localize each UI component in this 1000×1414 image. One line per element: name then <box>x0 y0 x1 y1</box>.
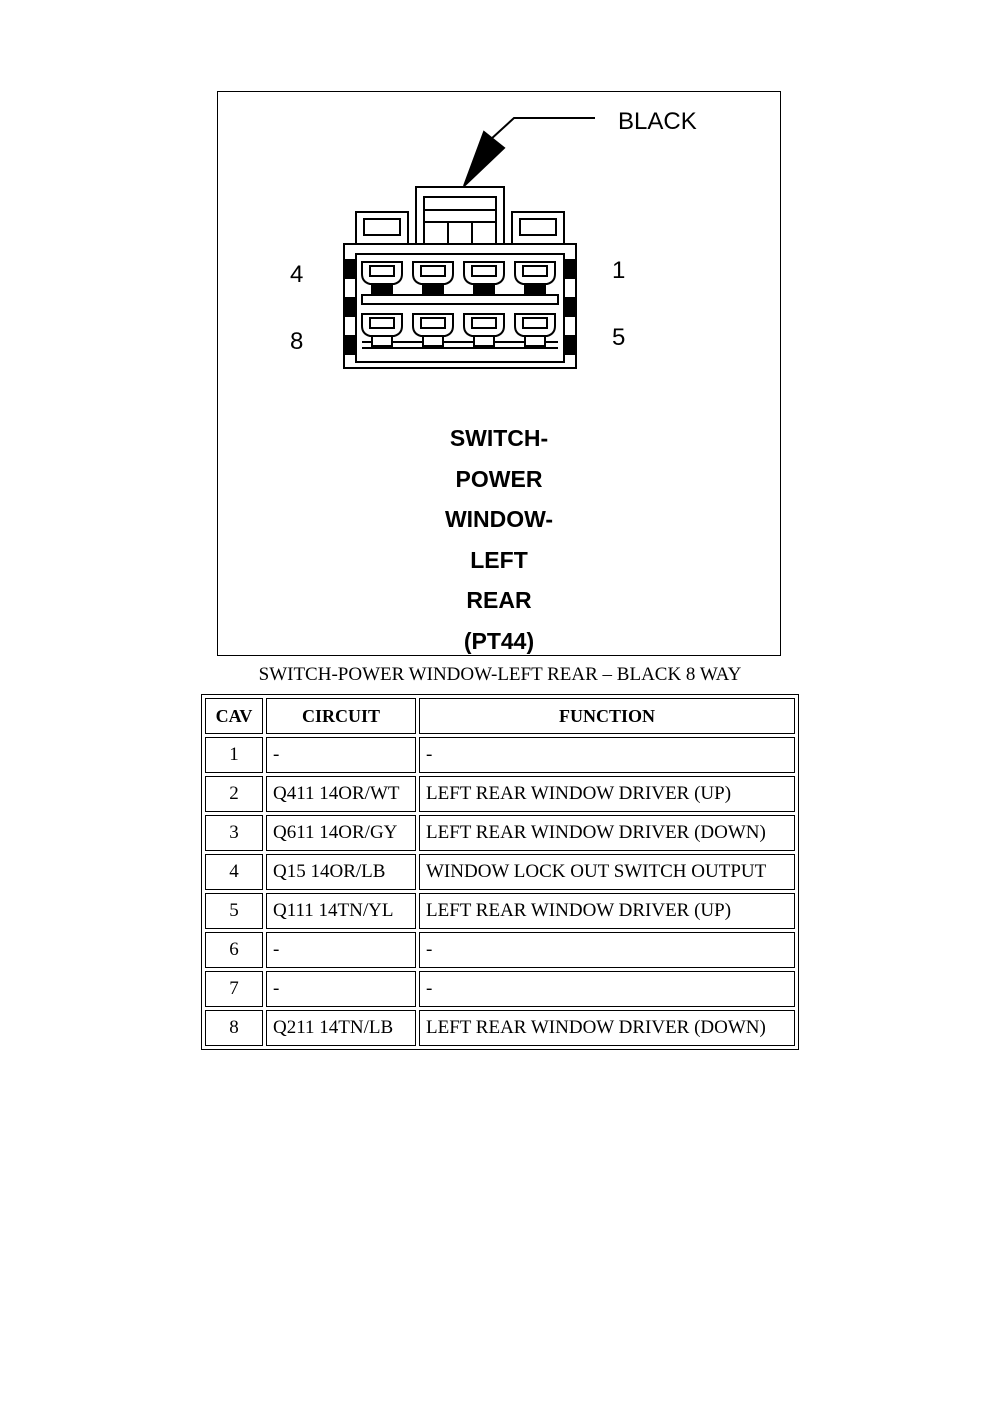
title-line: LEFT <box>470 546 528 573</box>
terminal-cavity <box>514 261 556 296</box>
cell-cav: 4 <box>205 854 263 890</box>
title-line: REAR <box>466 587 532 613</box>
table-row: 6 - - <box>205 932 795 968</box>
table-row: 4 Q15 14OR/LB WINDOW LOCK OUT SWITCH OUT… <box>205 854 795 890</box>
terminal-cavity <box>361 313 403 347</box>
cell-cav: 3 <box>205 815 263 851</box>
table-row: 2 Q411 14OR/WT LEFT REAR WINDOW DRIVER (… <box>205 776 795 812</box>
cell-circuit: - <box>266 932 416 968</box>
title-line: POWER <box>455 465 543 492</box>
cell-circuit: Q411 14OR/WT <box>266 776 416 812</box>
cell-function: - <box>419 737 795 773</box>
cell-function: LEFT REAR WINDOW DRIVER (DOWN) <box>419 1010 795 1046</box>
cell-cav: 5 <box>205 893 263 929</box>
terminal-cavity <box>412 313 454 347</box>
cell-function: LEFT REAR WINDOW DRIVER (UP) <box>419 776 795 812</box>
connector-title: SWITCH- POWER WINDOW- LEFT REAR (PT44) <box>218 418 780 661</box>
cell-function: LEFT REAR WINDOW DRIVER (UP) <box>419 893 795 929</box>
pinout-table: CAV CIRCUIT FUNCTION 1 - - 2 Q411 14OR/W… <box>201 694 799 1050</box>
cell-cav: 1 <box>205 737 263 773</box>
title-line: SWITCH- <box>449 425 549 451</box>
terminal-cavity <box>361 261 403 296</box>
cell-circuit: - <box>266 737 416 773</box>
cell-function: - <box>419 971 795 1007</box>
cell-circuit: - <box>266 971 416 1007</box>
table-header-row: CAV CIRCUIT FUNCTION <box>205 698 795 734</box>
terminal-cavity <box>463 313 505 347</box>
cell-circuit: Q15 14OR/LB <box>266 854 416 890</box>
connector-diagram: BLACK <box>290 108 697 369</box>
cell-function: WINDOW LOCK OUT SWITCH OUTPUT <box>419 854 795 890</box>
connector-cavities <box>361 261 556 347</box>
cell-cav: 8 <box>205 1010 263 1046</box>
terminal-cavity <box>514 313 556 347</box>
pin-label-1: 1 <box>612 257 625 284</box>
table-row: 5 Q111 14TN/YL LEFT REAR WINDOW DRIVER (… <box>205 893 795 929</box>
cell-cav: 6 <box>205 932 263 968</box>
cell-function: - <box>419 932 795 968</box>
table-row: 3 Q611 14OR/GY LEFT REAR WINDOW DRIVER (… <box>205 815 795 851</box>
title-line: WINDOW- <box>444 506 554 532</box>
pin-label-8: 8 <box>290 328 303 355</box>
figure-caption: SWITCH-POWER WINDOW-LEFT REAR – BLACK 8 … <box>258 664 742 685</box>
terminal-cavity <box>463 261 505 296</box>
cell-circuit: Q611 14OR/GY <box>266 815 416 851</box>
cell-cav: 7 <box>205 971 263 1007</box>
cell-circuit: Q211 14TN/LB <box>266 1010 416 1046</box>
cell-cav: 2 <box>205 776 263 812</box>
table-row: 7 - - <box>205 971 795 1007</box>
header-function: FUNCTION <box>419 698 795 734</box>
title-line: (PT44) <box>463 627 535 654</box>
cell-circuit: Q111 14TN/YL <box>266 893 416 929</box>
table-row: 8 Q211 14TN/LB LEFT REAR WINDOW DRIVER (… <box>205 1010 795 1046</box>
table-row: 1 - - <box>205 737 795 773</box>
connector-figure: BLACK <box>217 91 781 656</box>
color-label: BLACK <box>618 108 697 135</box>
pin-label-5: 5 <box>612 324 625 351</box>
header-cav: CAV <box>205 698 263 734</box>
terminal-cavity <box>412 261 454 296</box>
pin-label-4: 4 <box>290 261 303 288</box>
color-leader-arrow <box>463 117 595 187</box>
cell-function: LEFT REAR WINDOW DRIVER (DOWN) <box>419 815 795 851</box>
header-circuit: CIRCUIT <box>266 698 416 734</box>
